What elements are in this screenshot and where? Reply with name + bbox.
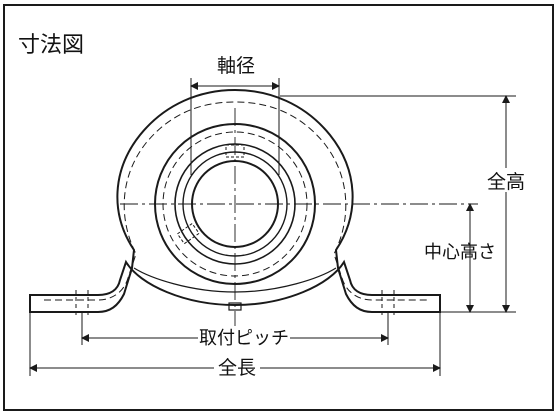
dimension-lines bbox=[29, 78, 516, 376]
diagram-title: 寸法図 bbox=[18, 33, 84, 58]
label-overall-height: 全高 bbox=[487, 171, 525, 193]
height-label-bg bbox=[476, 168, 536, 192]
label-shaft-diameter: 軸径 bbox=[217, 55, 255, 77]
label-mounting-pitch: 取付ピッチ bbox=[199, 328, 289, 349]
label-center-height: 中心高さ bbox=[424, 242, 496, 263]
pitch-label-bg bbox=[198, 326, 290, 348]
length-label-bg bbox=[214, 356, 260, 378]
label-overall-length: 全長 bbox=[218, 357, 256, 379]
center-lines bbox=[120, 108, 478, 330]
